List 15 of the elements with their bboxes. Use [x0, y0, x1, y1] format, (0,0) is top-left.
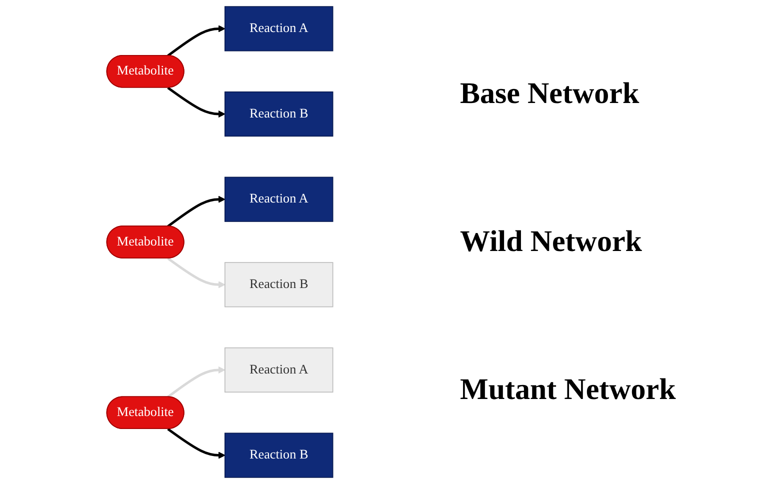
arrow — [167, 196, 226, 228]
network-title: Mutant Network — [460, 373, 676, 407]
node-box: Reaction B — [224, 91, 334, 137]
arrow — [167, 86, 226, 118]
arrow — [167, 428, 226, 459]
node-box: Reaction B — [224, 432, 334, 478]
network-title: Base Network — [460, 77, 640, 111]
node-box: Reaction A — [224, 6, 334, 52]
arrow — [167, 366, 226, 398]
node-box: Reaction A — [224, 347, 334, 393]
node-box: Reaction A — [224, 176, 334, 222]
node-box: Reaction B — [224, 262, 334, 308]
arrow — [167, 257, 226, 288]
arrow — [167, 25, 226, 57]
network-title: Wild Network — [460, 225, 643, 259]
